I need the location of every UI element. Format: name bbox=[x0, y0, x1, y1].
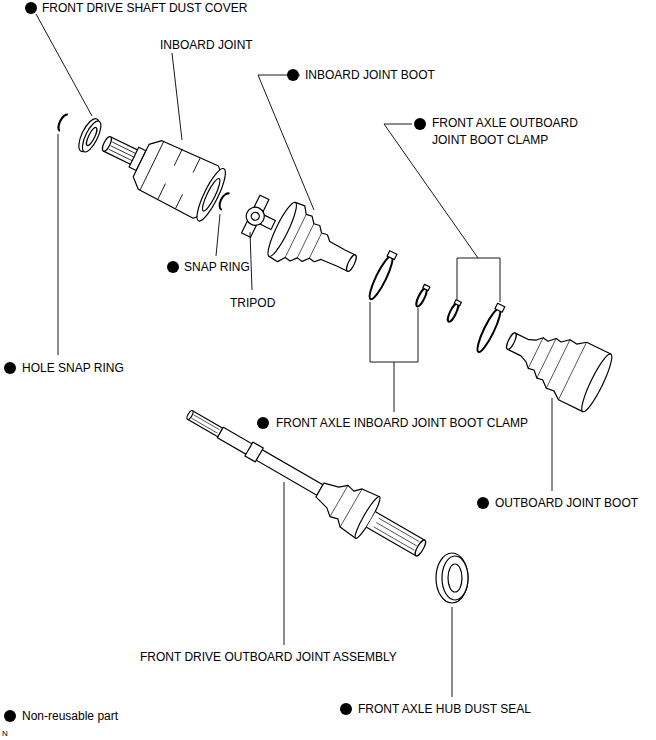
part-label: FRONT DRIVE SHAFT DUST COVER bbox=[42, 1, 247, 15]
part-label: TRIPOD bbox=[230, 296, 275, 310]
part-label: FRONT AXLE HUB DUST SEAL bbox=[358, 702, 531, 716]
part-label: FRONT AXLE INBOARD JOINT BOOT CLAMP bbox=[276, 416, 528, 430]
figure-code: N bbox=[2, 729, 8, 739]
part-label: INBOARD JOINT BOOT bbox=[305, 68, 435, 82]
part-label: OUTBOARD JOINT BOOT bbox=[495, 496, 638, 510]
legend-dot bbox=[4, 710, 16, 722]
part-label: FRONT DRIVE OUTBOARD JOINT ASSEMBLY bbox=[140, 650, 397, 664]
part-label: FRONT AXLE OUTBOARD JOINT BOOT CLAMP bbox=[432, 115, 604, 149]
part-label: SNAP RING bbox=[184, 260, 250, 274]
part-label: INBOARD JOINT bbox=[160, 38, 253, 52]
part-label: HOLE SNAP RING bbox=[22, 361, 124, 375]
legend-text: Non-reusable part bbox=[22, 709, 118, 723]
